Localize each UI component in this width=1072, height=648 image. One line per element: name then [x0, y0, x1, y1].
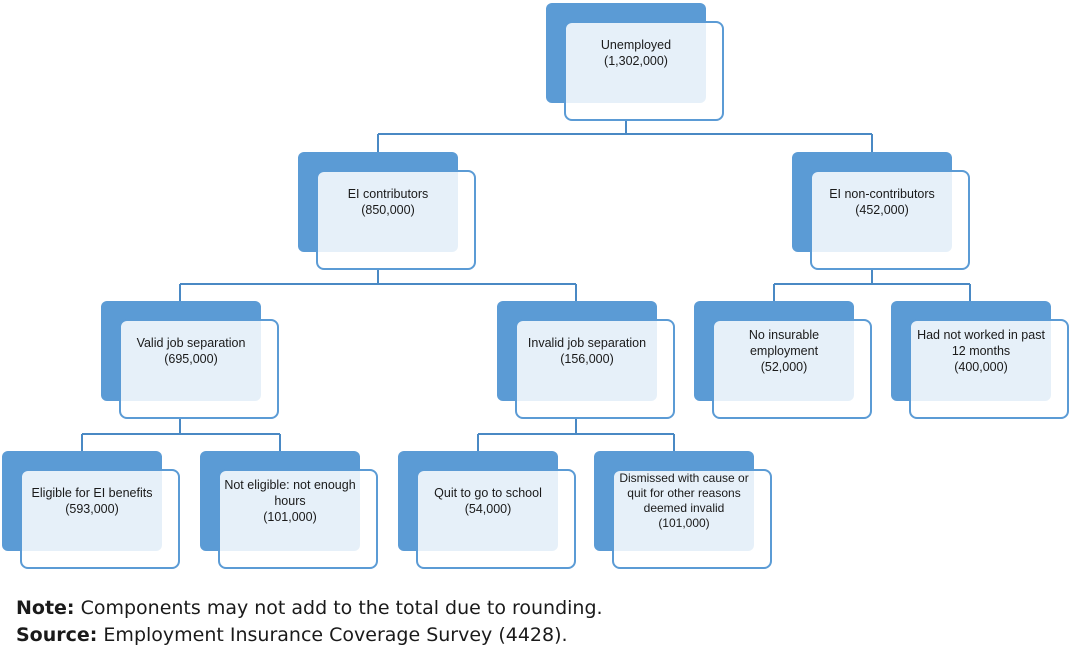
- node-box: [909, 319, 1069, 419]
- node-title-line-3: deemed invalid: [643, 501, 725, 515]
- node-title-line-1: Dismissed with cause or: [619, 471, 749, 485]
- node-box: [316, 170, 476, 270]
- node-value: (452,000): [855, 203, 909, 217]
- node-title: Valid job separation: [136, 336, 246, 350]
- node-label: Invalid job separation (156,000): [515, 301, 659, 401]
- node-title: EI non-contributors: [829, 187, 935, 201]
- node-value: (850,000): [361, 203, 415, 217]
- node-box: [218, 469, 378, 569]
- node-title: Unemployed: [600, 38, 672, 52]
- node-value: (54,000): [464, 502, 512, 516]
- node-box: [612, 469, 772, 569]
- node-not-eligible: Not eligible: not enough hours (101,000): [200, 451, 380, 571]
- node-label: Quit to go to school (54,000): [416, 451, 560, 551]
- node-label: Had not worked in past 12 months (400,00…: [909, 301, 1053, 401]
- node-label: EI contributors (850,000): [316, 152, 460, 252]
- node-label: Valid job separation (695,000): [119, 301, 263, 401]
- node-dismissed-with-cause: Dismissed with cause or quit for other r…: [594, 451, 774, 571]
- node-value: (156,000): [560, 352, 614, 366]
- source-text: Employment Insurance Coverage Survey (44…: [97, 624, 568, 646]
- node-title: Quit to go to school: [434, 486, 542, 500]
- node-ei-contributors: EI contributors (850,000): [298, 152, 478, 272]
- node-title-line-1: Had not worked in past: [917, 328, 1045, 342]
- node-quit-to-go-to-school: Quit to go to school (54,000): [398, 451, 578, 571]
- node-label: Not eligible: not enough hours (101,000): [218, 451, 362, 551]
- node-title-line-2: 12 months: [951, 344, 1011, 358]
- node-title: Eligible for EI benefits: [31, 486, 153, 500]
- node-title: Invalid job separation: [527, 336, 647, 350]
- node-box: [119, 319, 279, 419]
- node-label: EI non-contributors (452,000): [810, 152, 954, 252]
- node-box: [515, 319, 675, 419]
- node-title-line-2: employment: [749, 344, 819, 358]
- node-value: (695,000): [164, 352, 218, 366]
- note-text: Components may not add to the total due …: [74, 597, 603, 619]
- node-title-line-1: Not eligible: not enough: [224, 478, 356, 492]
- node-box: [20, 469, 180, 569]
- node-box: [564, 21, 724, 121]
- node-label: Eligible for EI benefits (593,000): [20, 451, 164, 551]
- node-invalid-job-separation: Invalid job separation (156,000): [497, 301, 677, 421]
- footnote-note: Note: Components may not add to the tota…: [16, 597, 603, 619]
- node-label: Dismissed with cause or quit for other r…: [612, 451, 756, 551]
- node-eligible-for-ei: Eligible for EI benefits (593,000): [2, 451, 182, 571]
- node-ei-non-contributors: EI non-contributors (452,000): [792, 152, 972, 272]
- node-title-line-1: No insurable: [748, 328, 820, 342]
- node-value: (593,000): [65, 502, 119, 516]
- node-label: No insurable employment (52,000): [712, 301, 856, 401]
- source-label: Source:: [16, 624, 98, 646]
- note-label: Note:: [16, 597, 75, 619]
- node-label: Unemployed (1,302,000): [564, 3, 708, 103]
- node-box: [810, 170, 970, 270]
- node-no-insurable-employment: No insurable employment (52,000): [694, 301, 874, 421]
- node-title-line-2: quit for other reasons: [627, 486, 741, 500]
- node-value: (1,302,000): [604, 54, 668, 68]
- node-value: (52,000): [760, 360, 808, 374]
- node-box: [712, 319, 872, 419]
- node-box: [416, 469, 576, 569]
- node-had-not-worked: Had not worked in past 12 months (400,00…: [891, 301, 1071, 421]
- node-value: (400,000): [954, 360, 1008, 374]
- node-title-line-2: hours: [274, 494, 306, 508]
- node-valid-job-separation: Valid job separation (695,000): [101, 301, 281, 421]
- footnote-source: Source: Employment Insurance Coverage Su…: [16, 624, 568, 646]
- node-value: (101,000): [658, 516, 710, 530]
- node-value: (101,000): [263, 510, 317, 524]
- node-unemployed: Unemployed (1,302,000): [546, 3, 726, 123]
- node-title: EI contributors: [347, 187, 429, 201]
